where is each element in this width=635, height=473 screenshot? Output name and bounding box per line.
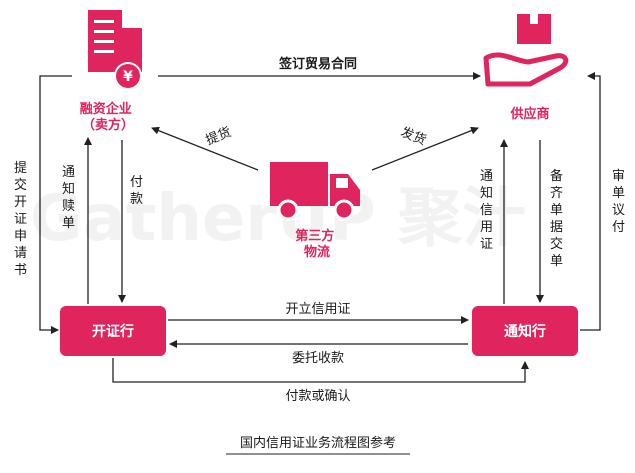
logistics-label-line2: 物流 [304, 244, 330, 260]
svg-text:¥: ¥ [123, 69, 133, 85]
advising-bank-node: 通知行 [472, 306, 578, 356]
apply-lc-label: 提交开证申请书 [14, 160, 27, 278]
logistics-label-line1: 第三方 [295, 228, 334, 244]
diagram-caption: 国内信用证业务流程图参考 [240, 435, 396, 451]
apply-lc-arrow [39, 75, 72, 334]
notice-lc-label: 通知信用证 [480, 169, 493, 252]
pay-or-confirm-arrow [112, 358, 529, 383]
seller-label-line2: （卖方） [82, 117, 134, 133]
truck-icon [270, 162, 360, 221]
issuing-bank-node: 开证行 [60, 306, 166, 356]
review-pay-arrow [580, 72, 601, 331]
open-lc-label: 开立信用证 [285, 302, 350, 317]
prepare-docs-label: 备齐单据交单 [550, 168, 563, 269]
review-pay-label: 审单议付 [612, 169, 625, 235]
sign-contract-label: 签订贸易合同 [278, 56, 357, 72]
hand-box-icon [483, 14, 569, 87]
notice-redeem-label: 通知赎单 [62, 165, 75, 231]
ship-arrow [371, 126, 479, 171]
entrust-collect-label: 委托收款 [292, 351, 344, 366]
supplier-label: 供应商 [509, 106, 549, 122]
seller-label-line1: 融资企业 [80, 101, 132, 117]
advising-bank-label: 通知行 [504, 323, 546, 340]
pay-or-confirm-label: 付款或确认 [285, 389, 350, 404]
pick-up-label: 提货 [203, 124, 233, 149]
payment-label: 付款 [130, 175, 143, 207]
pick-up-arrow [151, 126, 259, 171]
ship-label: 发货 [398, 124, 428, 149]
issuing-bank-label: 开证行 [92, 323, 134, 340]
logistics-label: 第三方 物流 [295, 228, 339, 260]
building-icon: ¥ [88, 10, 142, 90]
seller-label: 融资企业 （卖方） [80, 101, 137, 133]
